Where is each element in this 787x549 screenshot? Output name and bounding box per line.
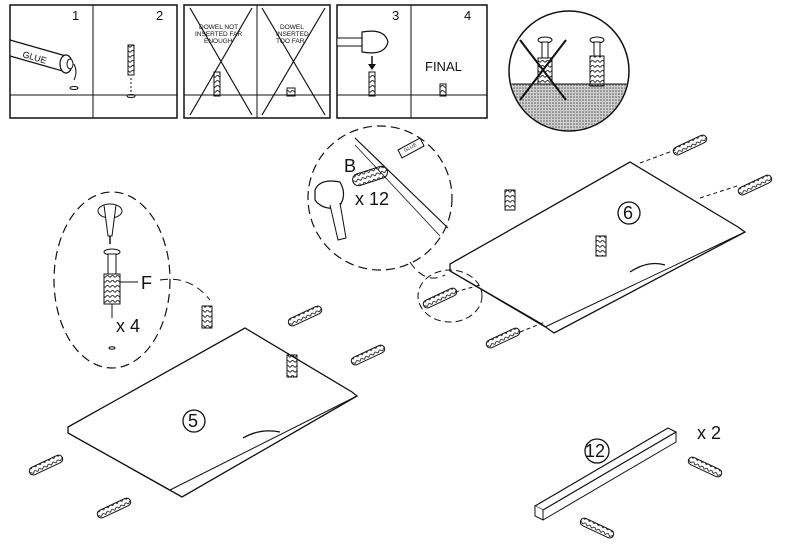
side-panel-5: 5 — [27, 304, 387, 520]
dowel-glue-callout: GLUE B x 12 — [307, 125, 453, 279]
final-label: FINAL — [425, 59, 462, 74]
part-letter-b: B — [344, 156, 356, 176]
glue-tube-icon: GLUE — [397, 137, 425, 159]
step-number-12: 12 — [585, 441, 605, 461]
hammer-icon — [314, 180, 347, 241]
dowel-icon — [368, 71, 376, 97]
warning-too-far-line-3: TOO FAR — [276, 38, 305, 45]
cam-bolt-f-icon — [103, 248, 121, 318]
dowel-icon — [286, 87, 296, 97]
cam-bolt-detail — [508, 10, 630, 132]
dowel-icon — [439, 83, 447, 97]
instruction-box-glue: 1 2 GLUE — [9, 4, 178, 119]
warning-not-far-line-2: INSERTED FAR — [195, 31, 243, 38]
step-number-6: 6 — [623, 203, 633, 223]
cam-bolt-wrong-icon — [519, 36, 567, 101]
warning-not-far-line-3: ENOUGH — [204, 38, 233, 45]
cam-bolt-correct-icon — [589, 36, 605, 87]
cross-out-icon — [189, 7, 326, 116]
dowel-b-icon — [352, 165, 388, 187]
dowel-icon — [213, 71, 221, 97]
dowel-icon — [454, 149, 741, 333]
warning-not-far-line-1: DOWEL NOT — [199, 24, 238, 31]
rail-12: 12 x 2 — [533, 423, 724, 540]
instruction-box-warnings: DOWEL NOT INSERTED FAR ENOUGH DOWEL INSE… — [183, 4, 331, 119]
step-marker-12 — [584, 438, 610, 464]
warning-too-far-line-2: INSERTED — [276, 31, 309, 38]
hammer-icon — [336, 30, 389, 70]
glue-tube-icon: GLUE — [9, 39, 79, 90]
panel-4-number: 4 — [464, 8, 471, 23]
dowel-icon — [126, 44, 136, 98]
cam-bolt-icon — [201, 305, 298, 378]
instruction-box-hammer: 3 4 FINAL — [336, 4, 488, 119]
warning-too-far-line-1: DOWEL — [280, 24, 304, 31]
quantity-rail: x 2 — [697, 423, 721, 443]
screwdriver-icon — [97, 203, 123, 244]
side-panel-6: 6 — [417, 133, 774, 350]
part-letter-f: F — [141, 273, 152, 293]
cam-bolt-icon — [504, 189, 607, 257]
panel-3-number: 3 — [392, 8, 399, 23]
step-number-5: 5 — [188, 411, 198, 431]
quantity-f: x 4 — [116, 316, 140, 336]
step-marker-6 — [617, 201, 641, 225]
quantity-b: x 12 — [355, 189, 389, 209]
cam-bolt-callout: F x 4 — [53, 191, 211, 369]
step-marker-5 — [182, 409, 206, 433]
panel-1-number: 1 — [72, 8, 79, 23]
panel-2-number: 2 — [156, 8, 163, 23]
